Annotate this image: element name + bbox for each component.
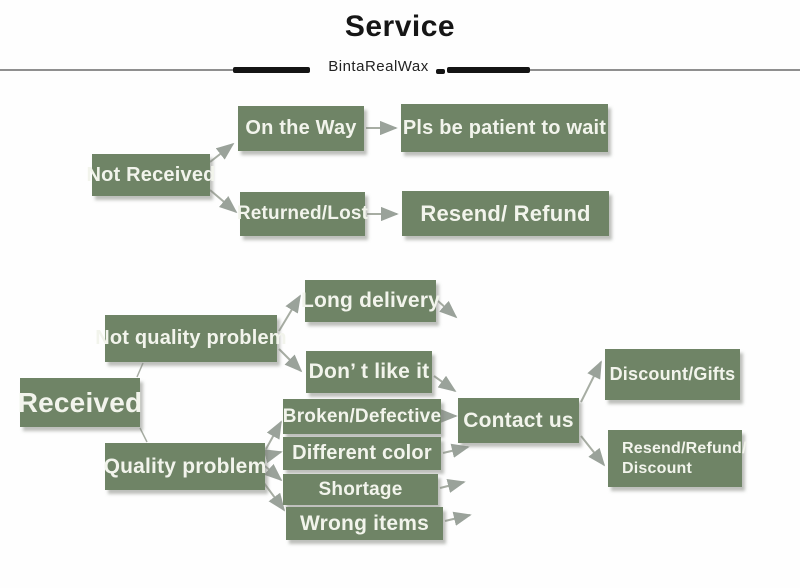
node-broken-defective: Broken/Defective	[283, 399, 441, 434]
node-contact-us: Contact us	[458, 398, 579, 443]
divider-bar-left	[233, 67, 310, 73]
arrow-notreceived-ontheway	[209, 142, 235, 163]
node-not-quality-problem: Not quality problem	[95, 315, 287, 362]
arrow-wrongitems-contact	[444, 511, 472, 526]
node-received: Received	[18, 378, 142, 427]
node-wrong-items: Wrong items	[286, 507, 443, 540]
arrow-quality-shortage	[264, 463, 283, 482]
node-pls-be-patient: Pls be patient to wait	[401, 104, 608, 152]
node-resend-refund-discount: Resend/Refund/ Discount	[608, 430, 746, 487]
node-dont-like-it: Don’ t like it	[306, 351, 432, 393]
brand-label: BintaRealWax	[328, 58, 429, 75]
page-title: Service	[344, 10, 456, 43]
arrow-differentcolor-contact	[442, 443, 470, 458]
arrow-quality-differentcolor	[263, 449, 283, 464]
line-received-notquality	[136, 362, 144, 378]
divider-bar-right	[447, 67, 530, 73]
arrow-dontlike-contact	[433, 375, 457, 393]
arrow-notquality-dontlike	[278, 348, 303, 373]
divider-tick	[436, 69, 445, 74]
arrow-notquality-longdelivery	[278, 294, 301, 332]
arrow-longdelivery-contact	[437, 300, 458, 319]
line-received-quality	[139, 427, 148, 443]
node-returned-lost: Returned/Lost	[237, 192, 368, 236]
node-resend-refund: Resend/ Refund	[402, 191, 609, 236]
node-long-delivery: Long delivery	[301, 280, 440, 322]
node-on-the-way: On the Way	[238, 106, 364, 151]
node-different-color: Different color	[283, 437, 441, 470]
node-shortage: Shortage	[283, 474, 438, 505]
node-not-received: Not Received	[86, 154, 215, 196]
divider-line-left	[0, 69, 233, 71]
node-quality-problem: Quality problem	[104, 443, 266, 490]
arrow-contact-discountgifts	[580, 360, 602, 403]
divider-line-right	[530, 69, 800, 71]
arrow-quality-broken	[265, 420, 282, 450]
arrow-contact-resendrefunddiscount	[580, 435, 606, 467]
node-discount-gifts: Discount/Gifts	[605, 349, 740, 400]
arrow-notreceived-returnedlost	[209, 189, 238, 214]
arrow-shortage-contact	[439, 478, 466, 493]
